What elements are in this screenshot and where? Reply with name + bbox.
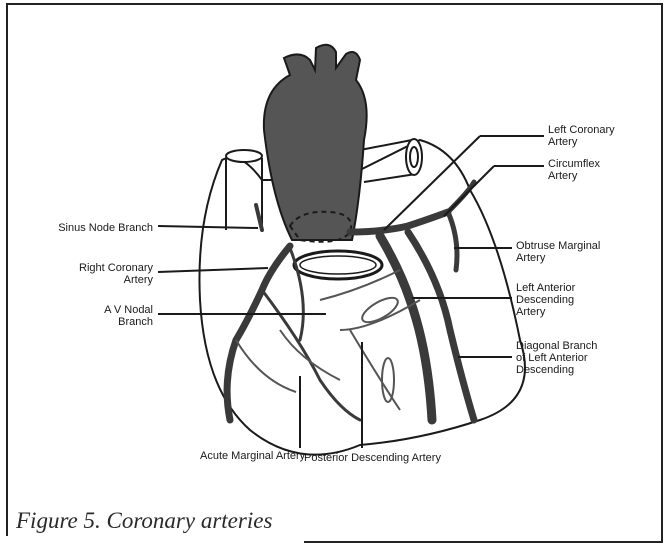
vena-cava	[226, 150, 262, 232]
label-av-nodal-branch: A V Nodal Branch	[40, 304, 153, 328]
label-circumflex-artery: Circumflex Artery	[548, 158, 658, 182]
label-right-coronary-artery: Right Coronary Artery	[30, 262, 153, 286]
label-obtuse-marginal-artery: Obtruse Marginal Artery	[516, 240, 656, 264]
valve-ring	[294, 251, 382, 279]
aorta	[264, 45, 367, 240]
label-sinus-node-branch: Sinus Node Branch	[20, 222, 153, 234]
pulmonary-tube	[360, 139, 422, 182]
label-diagonal-branch: Diagonal Branch of Left Anterior Descend…	[516, 340, 656, 376]
label-left-coronary-artery: Left Coronary Artery	[548, 124, 658, 148]
label-left-anterior-descending-artery: Left Anterior Descending Artery	[516, 282, 656, 318]
label-posterior-descending-artery: Posterior Descending Artery	[304, 452, 524, 464]
figure-caption: Figure 5. Coronary arteries	[16, 508, 272, 534]
